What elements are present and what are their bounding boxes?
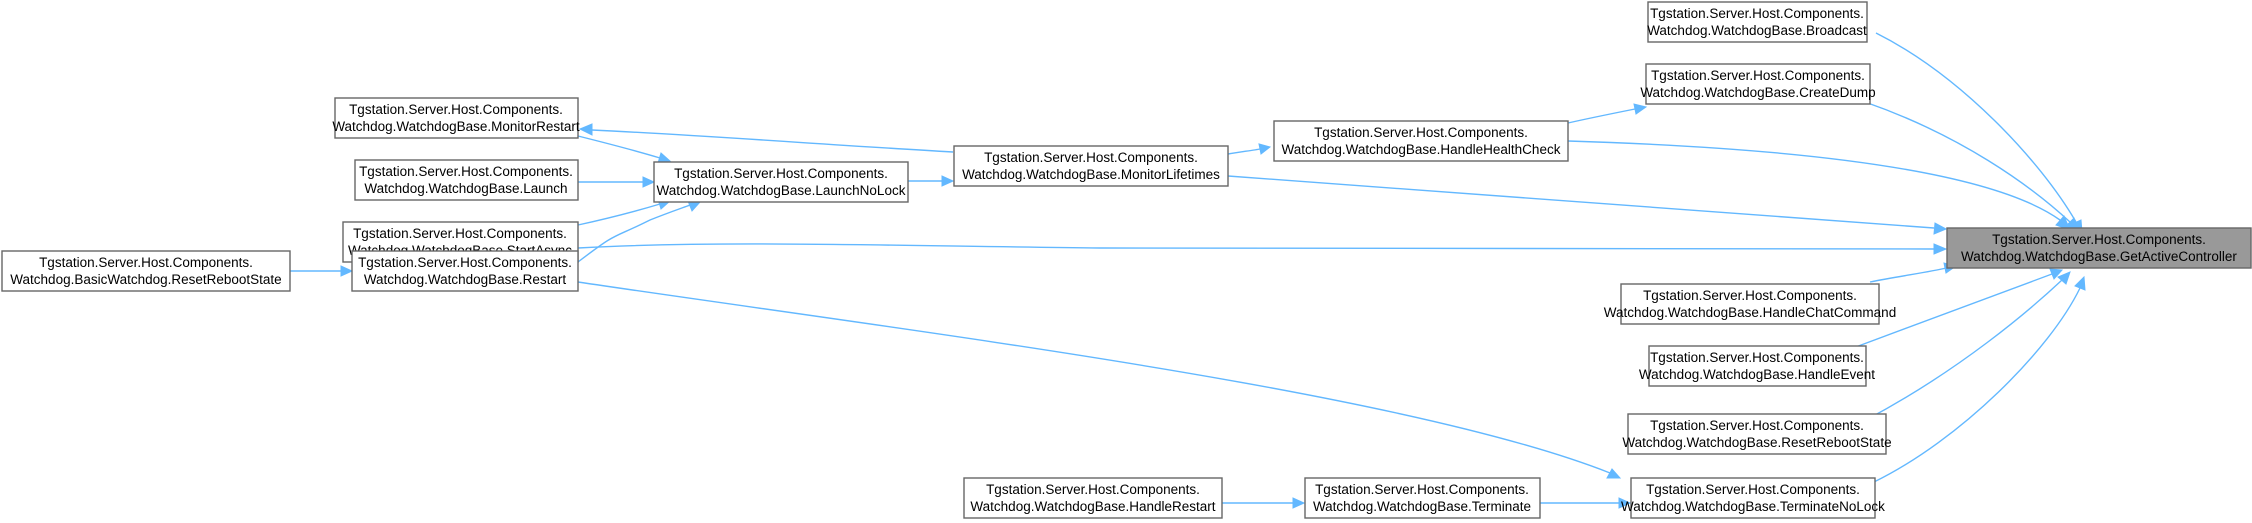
svg-text:Tgstation.Server.Host.Componen: Tgstation.Server.Host.Components. bbox=[1651, 68, 1865, 83]
svg-text:Tgstation.Server.Host.Componen: Tgstation.Server.Host.Components. bbox=[674, 166, 888, 181]
edge-terminate-to-terminatenolock bbox=[1540, 497, 1632, 509]
node-terminatenolock[interactable]: Tgstation.Server.Host.Components. Watchd… bbox=[1621, 477, 1885, 519]
node-handlerestart[interactable]: Tgstation.Server.Host.Components. Watchd… bbox=[963, 477, 1223, 519]
node-getactivecontroller: Tgstation.Server.Host.Components. Watchd… bbox=[1946, 227, 2252, 269]
svg-text:Tgstation.Server.Host.Componen: Tgstation.Server.Host.Components. bbox=[986, 482, 1200, 497]
edge-restart-to-terminatenolock bbox=[577, 281, 1622, 479]
svg-text:Tgstation.Server.Host.Componen: Tgstation.Server.Host.Components. bbox=[349, 102, 563, 117]
svg-text:Watchdog.WatchdogBase.HandleRe: Watchdog.WatchdogBase.HandleRestart bbox=[970, 499, 1215, 514]
svg-text:Tgstation.Server.Host.Componen: Tgstation.Server.Host.Components. bbox=[1646, 482, 1860, 497]
svg-text:Tgstation.Server.Host.Componen: Tgstation.Server.Host.Components. bbox=[984, 150, 1198, 165]
svg-text:Tgstation.Server.Host.Componen: Tgstation.Server.Host.Components. bbox=[1650, 418, 1864, 433]
svg-text:Tgstation.Server.Host.Componen: Tgstation.Server.Host.Components. bbox=[1992, 232, 2206, 247]
svg-text:Watchdog.WatchdogBase.Terminat: Watchdog.WatchdogBase.TerminateNoLock bbox=[1621, 499, 1885, 514]
edge-handlehealthcheck-to-createdump bbox=[1567, 103, 1648, 124]
svg-text:Watchdog.WatchdogBase.HandleEv: Watchdog.WatchdogBase.HandleEvent bbox=[1639, 367, 1875, 382]
svg-text:Tgstation.Server.Host.Componen: Tgstation.Server.Host.Components. bbox=[1650, 6, 1864, 21]
edge-monitorlifetimes-to-monitorrestart bbox=[578, 123, 954, 153]
node-handleevent[interactable]: Tgstation.Server.Host.Components. Watchd… bbox=[1639, 345, 1875, 387]
svg-text:Watchdog.WatchdogBase.ResetReb: Watchdog.WatchdogBase.ResetRebootState bbox=[1622, 435, 1891, 450]
node-handlechatcommand[interactable]: Tgstation.Server.Host.Components. Watchd… bbox=[1604, 283, 1896, 325]
edge-resetrebootstate-to-getactivecontroller bbox=[1865, 271, 2071, 421]
svg-text:Watchdog.WatchdogBase.Restart: Watchdog.WatchdogBase.Restart bbox=[364, 272, 567, 287]
edge-handleevent-to-getactivecontroller bbox=[1844, 268, 2064, 352]
edge-broadcast-to-getactivecontroller bbox=[1875, 32, 2083, 233]
node-launchnolock[interactable]: Tgstation.Server.Host.Components. Watchd… bbox=[653, 161, 909, 203]
edge-basicresetrebootstate-to-restart bbox=[289, 265, 354, 277]
edge-launch-to-launchnolock bbox=[578, 176, 656, 188]
svg-text:Tgstation.Server.Host.Componen: Tgstation.Server.Host.Components. bbox=[353, 226, 567, 241]
node-createdump[interactable]: Tgstation.Server.Host.Components. Watchd… bbox=[1640, 63, 1876, 105]
node-monitorlifetimes[interactable]: Tgstation.Server.Host.Components. Watchd… bbox=[953, 145, 1229, 187]
edge-launchnolock-to-monitorlifetimes bbox=[907, 175, 955, 187]
edge-handlerestart-to-terminate bbox=[1222, 497, 1306, 509]
edge-restart-to-getactivecontroller bbox=[577, 243, 1948, 255]
svg-text:Tgstation.Server.Host.Componen: Tgstation.Server.Host.Components. bbox=[1643, 288, 1857, 303]
svg-text:Watchdog.WatchdogBase.LaunchNo: Watchdog.WatchdogBase.LaunchNoLock bbox=[657, 183, 906, 198]
edge-monitorrestart-to-launchnolock bbox=[577, 135, 672, 164]
svg-text:Watchdog.WatchdogBase.MonitorL: Watchdog.WatchdogBase.MonitorLifetimes bbox=[962, 167, 1220, 182]
svg-text:Watchdog.WatchdogBase.HandleHe: Watchdog.WatchdogBase.HandleHealthCheck bbox=[1282, 142, 1561, 157]
node-terminate[interactable]: Tgstation.Server.Host.Components. Watchd… bbox=[1304, 477, 1541, 519]
node-broadcast[interactable]: Tgstation.Server.Host.Components. Watchd… bbox=[1647, 1, 1868, 43]
svg-text:Watchdog.BasicWatchdog.ResetRe: Watchdog.BasicWatchdog.ResetRebootState bbox=[10, 272, 281, 287]
node-monitorrestart[interactable]: Tgstation.Server.Host.Components. Watchd… bbox=[332, 97, 580, 139]
svg-text:Tgstation.Server.Host.Componen: Tgstation.Server.Host.Components. bbox=[1650, 350, 1864, 365]
svg-text:Watchdog.WatchdogBase.Broadcas: Watchdog.WatchdogBase.Broadcast bbox=[1647, 23, 1867, 38]
svg-text:Watchdog.WatchdogBase.CreateDu: Watchdog.WatchdogBase.CreateDump bbox=[1640, 85, 1875, 100]
svg-text:Tgstation.Server.Host.Componen: Tgstation.Server.Host.Components. bbox=[359, 164, 573, 179]
svg-text:Tgstation.Server.Host.Componen: Tgstation.Server.Host.Components. bbox=[1315, 482, 1529, 497]
svg-text:Watchdog.WatchdogBase.Launch: Watchdog.WatchdogBase.Launch bbox=[364, 181, 567, 196]
svg-text:Watchdog.WatchdogBase.GetActiv: Watchdog.WatchdogBase.GetActiveControlle… bbox=[1961, 249, 2237, 264]
svg-text:Watchdog.WatchdogBase.MonitorR: Watchdog.WatchdogBase.MonitorRestart bbox=[332, 119, 580, 134]
edge-handlehealthcheck-to-getactivecontroller bbox=[1567, 140, 2071, 231]
edge-startasync-to-launchnolock bbox=[577, 198, 672, 226]
node-resetrebootstate[interactable]: Tgstation.Server.Host.Components. Watchd… bbox=[1622, 413, 1892, 455]
edge-monitorlifetimes-to-getactivecontroller bbox=[1227, 175, 1948, 235]
edge-handlechatcommand-to-getactivecontroller bbox=[1869, 262, 1958, 283]
edge-terminatenolock-to-getactivecontroller bbox=[1873, 275, 2086, 483]
svg-text:Tgstation.Server.Host.Componen: Tgstation.Server.Host.Components. bbox=[1314, 125, 1528, 140]
svg-text:Watchdog.WatchdogBase.Terminat: Watchdog.WatchdogBase.Terminate bbox=[1313, 499, 1531, 514]
node-handlehealthcheck[interactable]: Tgstation.Server.Host.Components. Watchd… bbox=[1273, 120, 1569, 162]
node-restart[interactable]: Tgstation.Server.Host.Components. Watchd… bbox=[351, 250, 579, 292]
node-launch[interactable]: Tgstation.Server.Host.Components. Watchd… bbox=[354, 159, 579, 201]
edge-monitorlifetimes-to-handlehealthcheck bbox=[1227, 143, 1272, 155]
svg-text:Tgstation.Server.Host.Componen: Tgstation.Server.Host.Components. bbox=[39, 255, 253, 270]
node-basicwatchdog-resetrebootstate[interactable]: Tgstation.Server.Host.Components. Watchd… bbox=[1, 250, 291, 292]
svg-text:Tgstation.Server.Host.Componen: Tgstation.Server.Host.Components. bbox=[358, 255, 572, 270]
svg-text:Watchdog.WatchdogBase.HandleCh: Watchdog.WatchdogBase.HandleChatCommand bbox=[1604, 305, 1896, 320]
